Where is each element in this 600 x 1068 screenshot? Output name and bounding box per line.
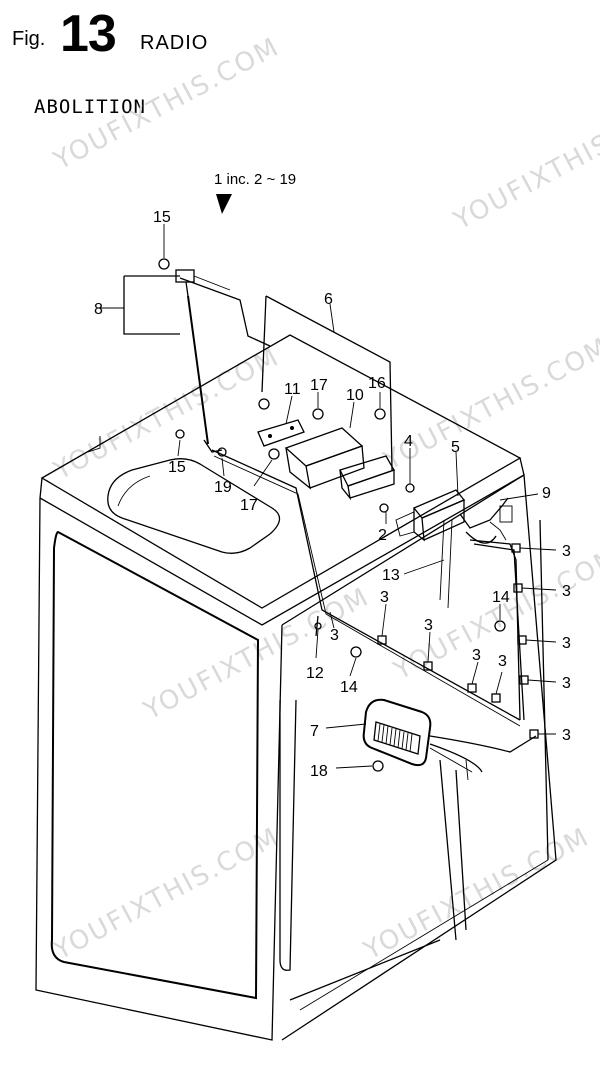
- direction-arrow-icon: [216, 194, 232, 214]
- watermark: YOUFIXTHIS.COM: [48, 342, 284, 487]
- leader-lines: [163, 224, 557, 769]
- callout-15: 15: [153, 209, 171, 226]
- callout-8: 8: [94, 301, 103, 318]
- callout-13: 13: [382, 567, 400, 584]
- antenna-assembly: [100, 258, 521, 727]
- wire-harness: [314, 497, 539, 773]
- speaker: [362, 698, 432, 767]
- callout-3: 3: [472, 647, 481, 664]
- callout-3: 3: [562, 583, 571, 600]
- callout-7: 7: [310, 723, 319, 740]
- diagram-subtitle: ABOLITION: [34, 96, 146, 118]
- fig-label: Fig.: [12, 28, 46, 50]
- watermark: YOUFIXTHIS.COM: [48, 32, 284, 177]
- callout-3: 3: [562, 675, 571, 692]
- callout-3: 3: [562, 727, 571, 744]
- callout-3: 3: [562, 635, 571, 652]
- callout-3: 3: [330, 627, 339, 644]
- callout-9: 9: [542, 485, 551, 502]
- callout-18: 18: [310, 763, 328, 780]
- callout-labels: 15 8 6 11 17 10 16 4 5 9 2 15 19 17 13 3…: [94, 209, 571, 780]
- callout-6: 6: [324, 291, 333, 308]
- callout-3: 3: [498, 653, 507, 670]
- callout-3: 3: [562, 543, 571, 560]
- watermark: YOUFIXTHIS.COM: [138, 582, 374, 727]
- fig-number: 13: [60, 5, 117, 63]
- callout-3: 3: [380, 589, 389, 606]
- watermark: YOUFIXTHIS.COM: [358, 822, 594, 967]
- watermark: YOUFIXTHIS.COM: [378, 332, 600, 477]
- callout-17: 17: [240, 497, 258, 514]
- callout-19: 19: [214, 479, 232, 496]
- watermark: YOUFIXTHIS.COM: [448, 92, 600, 237]
- callout-15: 15: [168, 459, 186, 476]
- callout-17: 17: [310, 377, 328, 394]
- cab-frame: [35, 295, 557, 1041]
- watermark-layer: YOUFIXTHIS.COM YOUFIXTHIS.COM YOUFIXTHIS…: [48, 32, 600, 967]
- callout-14: 14: [340, 679, 358, 696]
- callout-14: 14: [492, 589, 510, 606]
- callout-2: 2: [378, 527, 387, 544]
- watermark: YOUFIXTHIS.COM: [48, 822, 284, 967]
- diagram-title: RADIO: [140, 32, 209, 54]
- inclusion-note: 1 inc. 2 ~ 19: [214, 171, 296, 188]
- callout-10: 10: [346, 387, 364, 404]
- callout-11: 11: [284, 381, 301, 398]
- callout-16: 16: [368, 375, 386, 392]
- callout-3: 3: [424, 617, 433, 634]
- callout-4: 4: [404, 433, 413, 450]
- callout-5: 5: [451, 439, 460, 456]
- callout-12: 12: [306, 665, 324, 682]
- radio-units: [175, 398, 506, 772]
